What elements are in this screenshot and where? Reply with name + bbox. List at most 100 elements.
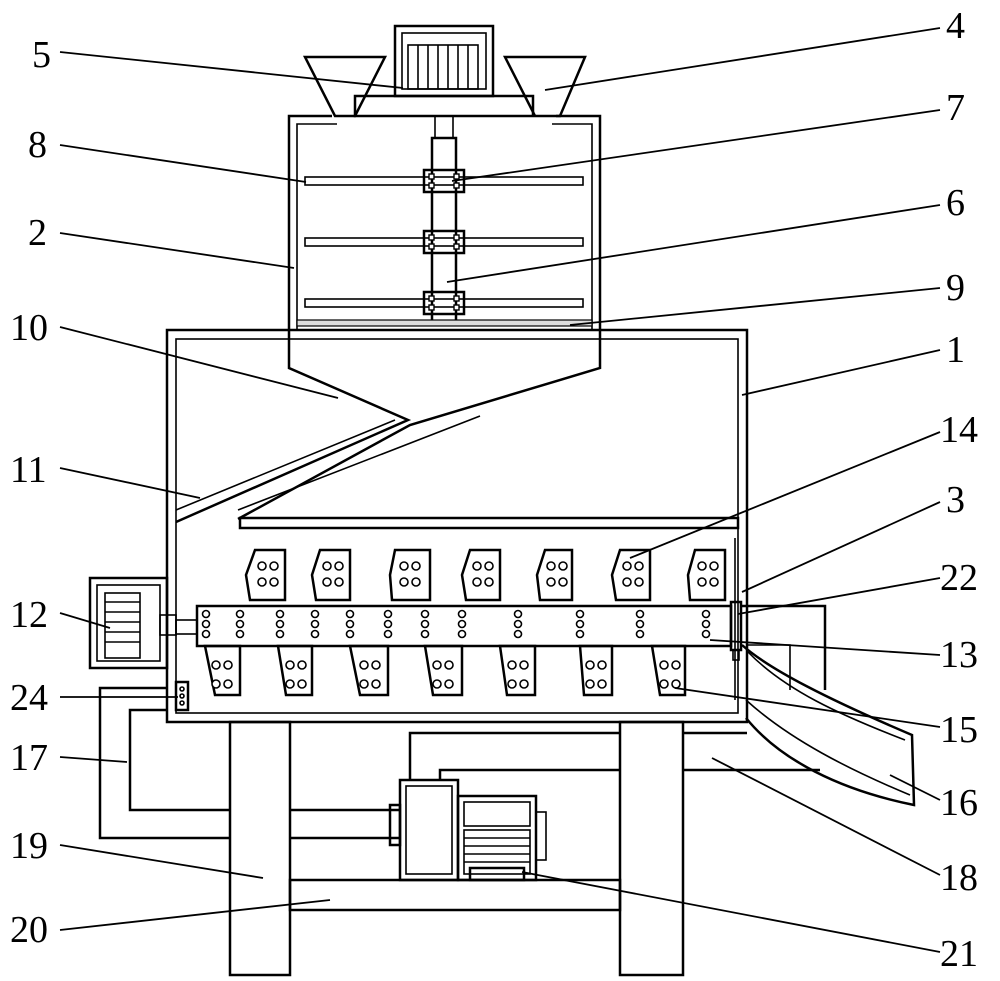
hole-mark xyxy=(334,577,344,587)
hole-mark xyxy=(457,609,467,619)
screen-plate xyxy=(296,319,593,327)
label-18: 18 xyxy=(940,857,978,899)
hole-mark xyxy=(211,679,221,689)
hole-mark xyxy=(546,561,556,571)
hole-mark xyxy=(507,679,517,689)
hole-mark xyxy=(558,561,568,571)
hole-mark xyxy=(383,609,393,619)
support-legs xyxy=(228,720,685,977)
hole-mark xyxy=(235,629,245,639)
air-pipe-right xyxy=(408,731,820,780)
label-17: 17 xyxy=(10,737,48,779)
blade-hubs xyxy=(422,168,466,316)
part-labels: 5 4 7 8 6 2 9 10 1 11 14 3 22 12 13 24 1… xyxy=(10,5,978,975)
hole-mark xyxy=(223,679,233,689)
hole-mark xyxy=(697,561,707,571)
leader-lines xyxy=(59,27,941,953)
hole-mark xyxy=(635,629,645,639)
hole-mark xyxy=(411,577,421,587)
hole-mark xyxy=(201,619,211,629)
label-22: 22 xyxy=(940,557,978,599)
hole-mark xyxy=(235,619,245,629)
hole-mark xyxy=(275,609,285,619)
zigzag-funnel-chute xyxy=(175,330,602,524)
hole-mark xyxy=(659,679,669,689)
hole-mark xyxy=(257,561,267,571)
hole-mark xyxy=(513,619,523,629)
hole-mark xyxy=(310,629,320,639)
hole-mark xyxy=(634,561,644,571)
label-8: 8 xyxy=(28,124,47,166)
hole-mark xyxy=(457,629,467,639)
hole-mark xyxy=(275,619,285,629)
hole-mark xyxy=(634,577,644,587)
hole-mark xyxy=(597,679,607,689)
upper-crushing-box xyxy=(287,114,602,330)
hole-mark xyxy=(235,609,245,619)
bearing xyxy=(729,600,743,661)
blower-fan xyxy=(388,778,460,882)
hole-mark xyxy=(507,660,517,670)
label-3: 3 xyxy=(946,479,965,521)
hole-mark xyxy=(359,679,369,689)
label-10: 10 xyxy=(10,307,48,349)
screw-shaft xyxy=(175,604,733,648)
hole-mark xyxy=(297,679,307,689)
hole-mark xyxy=(659,660,669,670)
hole-mark xyxy=(345,609,355,619)
hole-mark xyxy=(211,660,221,670)
hole-mark xyxy=(701,609,711,619)
hole-mark xyxy=(297,660,307,670)
hole-mark xyxy=(585,660,595,670)
lower-paddles xyxy=(203,644,687,697)
hole-mark xyxy=(484,561,494,571)
hole-mark xyxy=(432,679,442,689)
side-motor xyxy=(88,576,177,670)
hole-mark xyxy=(575,629,585,639)
label-15: 15 xyxy=(940,709,978,751)
discharge-outlet xyxy=(741,604,916,807)
label-9: 9 xyxy=(946,267,965,309)
hole-mark xyxy=(597,660,607,670)
hole-mark xyxy=(472,561,482,571)
hole-mark xyxy=(472,577,482,587)
hole-mark xyxy=(519,660,529,670)
hole-mark xyxy=(269,561,279,571)
hole-mark xyxy=(310,609,320,619)
hole-mark xyxy=(345,629,355,639)
hole-mark xyxy=(345,619,355,629)
hole-mark xyxy=(411,561,421,571)
hole-mark xyxy=(444,679,454,689)
hole-mark xyxy=(513,629,523,639)
top-motor xyxy=(353,24,535,139)
hole-mark xyxy=(285,660,295,670)
hole-mark xyxy=(359,660,369,670)
label-11: 11 xyxy=(10,449,47,491)
hole-mark xyxy=(709,561,719,571)
hole-mark xyxy=(513,609,523,619)
hole-mark xyxy=(420,629,430,639)
label-4: 4 xyxy=(946,5,965,47)
label-2: 2 xyxy=(28,212,47,254)
hole-mark xyxy=(622,577,632,587)
upper-paddles xyxy=(244,548,727,602)
hole-mark xyxy=(701,629,711,639)
hole-mark xyxy=(519,679,529,689)
hole-mark xyxy=(383,629,393,639)
hole-mark xyxy=(201,609,211,619)
hole-mark xyxy=(371,660,381,670)
label-13: 13 xyxy=(940,634,978,676)
crushing-blades xyxy=(304,176,584,308)
hole-mark xyxy=(322,561,332,571)
hole-mark xyxy=(622,561,632,571)
hole-mark xyxy=(484,577,494,587)
hole-mark xyxy=(432,660,442,670)
label-1: 1 xyxy=(946,329,965,371)
label-16: 16 xyxy=(940,782,978,824)
label-19: 19 xyxy=(10,825,48,867)
hole-mark xyxy=(269,577,279,587)
feed-hopper-left xyxy=(302,55,388,118)
label-12: 12 xyxy=(10,594,48,636)
label-6: 6 xyxy=(946,182,965,224)
